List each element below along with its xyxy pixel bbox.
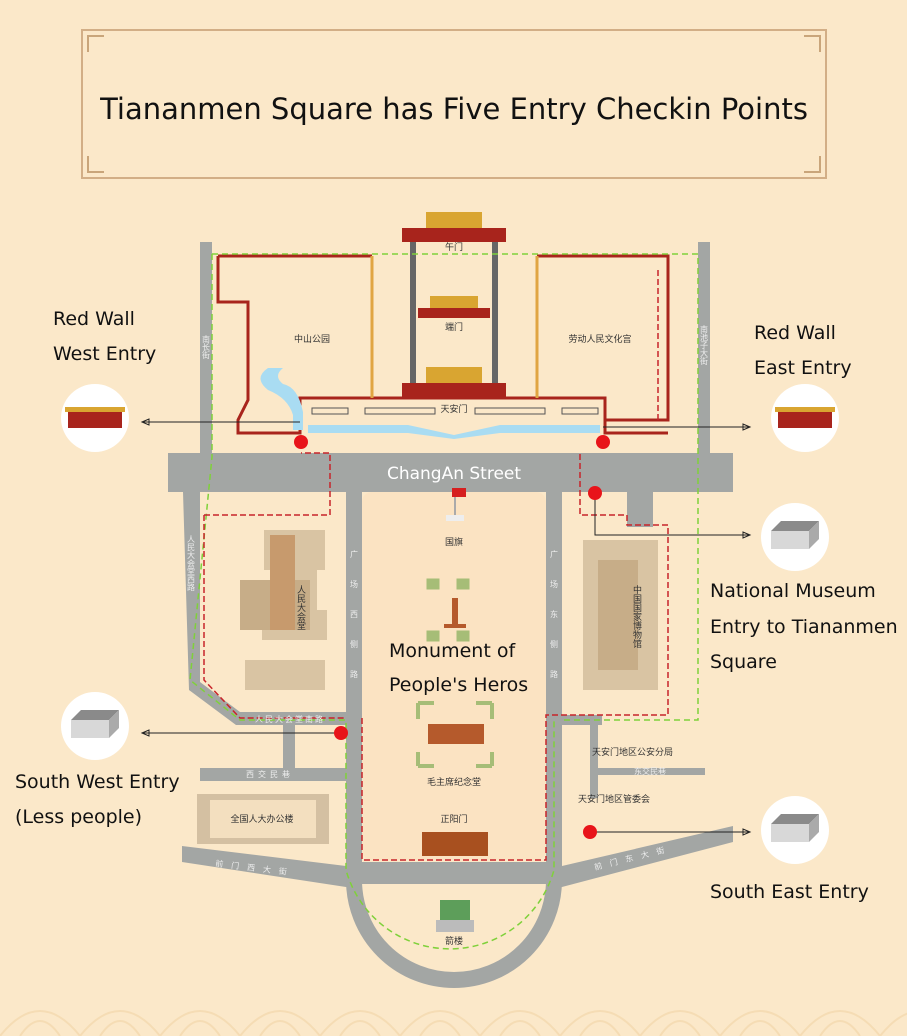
svg-text:中国国家博物馆: 中国国家博物馆 [631, 584, 642, 649]
svg-text:南长街: 南长街 [202, 334, 211, 360]
building-icon [61, 692, 129, 760]
gate-icon [61, 384, 129, 452]
pointer-lines [140, 418, 752, 836]
title-frame: Tiananmen Square has Five Entry Checkin … [81, 29, 827, 179]
svg-text:东交民巷: 东交民巷 [634, 766, 666, 776]
svg-text:午门: 午门 [445, 241, 463, 253]
svg-text:西交民巷: 西交民巷 [246, 769, 294, 779]
museum-entry-label-3: Square [710, 651, 777, 673]
page-title: Tiananmen Square has Five Entry Checkin … [99, 92, 808, 126]
red-wall-west-label-2: West Entry [53, 343, 156, 365]
monument-label-2: People's Heros [389, 674, 528, 696]
svg-text:端门: 端门 [445, 321, 463, 333]
svg-text:人民大会堂: 人民大会堂 [295, 585, 306, 630]
red-wall-west-label-1: Red Wall [53, 308, 135, 330]
red-walls [216, 212, 670, 439]
museum-entry-label-2: Entry to Tiananmen [710, 616, 898, 638]
entry-dot-red-wall-west[interactable] [294, 435, 308, 449]
svg-text:劳动人民文化宫: 劳动人民文化宫 [568, 333, 631, 345]
entry-dots [294, 435, 610, 839]
south-east-entry-label: South East Entry [710, 881, 869, 903]
svg-text:国旗: 国旗 [445, 536, 463, 548]
svg-text:全国人大办公楼: 全国人大办公楼 [230, 813, 293, 825]
roads [168, 242, 733, 988]
svg-text:南池子大街: 南池子大街 [700, 324, 709, 366]
wave-decoration [0, 1010, 907, 1036]
svg-text:毛主席纪念堂: 毛主席纪念堂 [427, 776, 481, 788]
map-labels: 午门 端门 天安门 中山公园 劳动人民文化宫 国旗 毛主席纪念堂 正阳门 箭楼 … [187, 241, 709, 947]
red-wall-east-label-2: East Entry [754, 357, 852, 379]
museum-entry-label-1: National Museum [710, 580, 876, 602]
monument-label-1: Monument of [389, 640, 516, 662]
svg-text:箭楼: 箭楼 [445, 935, 463, 947]
entry-labels: Red Wall West Entry Red Wall East Entry … [15, 308, 898, 903]
square-area [362, 492, 546, 860]
svg-text:中山公园: 中山公园 [294, 333, 330, 345]
entry-dot-south-east[interactable] [583, 825, 597, 839]
svg-text:人民大会堂南路: 人民大会堂南路 [255, 714, 325, 724]
red-route [203, 270, 669, 861]
svg-text:天安门: 天安门 [440, 403, 467, 415]
gate-icon [771, 384, 839, 452]
entry-dot-south-west[interactable] [334, 726, 348, 740]
changan-street [168, 453, 733, 492]
svg-text:天安门地区管委会: 天安门地区管委会 [578, 793, 650, 805]
south-west-entry-label-1: South West Entry [15, 771, 180, 793]
south-west-entry-label-2: (Less people) [15, 806, 142, 828]
svg-text:人民大会堂西路: 人民大会堂西路 [187, 535, 196, 591]
building-icon [761, 503, 829, 571]
changan-street-label: ChangAn Street [387, 464, 521, 484]
svg-text:广场东侧路: 广场东侧路 [550, 549, 559, 700]
svg-text:天安门地区公安分局: 天安门地区公安分局 [592, 746, 673, 758]
green-route [189, 253, 699, 950]
buildings [197, 488, 658, 932]
entry-dot-national-museum[interactable] [588, 486, 602, 500]
building-icon [761, 796, 829, 864]
svg-text:广场西侧路: 广场西侧路 [350, 549, 359, 700]
svg-text:正阳门: 正阳门 [440, 813, 467, 825]
entry-dot-red-wall-east[interactable] [596, 435, 610, 449]
red-wall-east-label-1: Red Wall [754, 322, 836, 344]
